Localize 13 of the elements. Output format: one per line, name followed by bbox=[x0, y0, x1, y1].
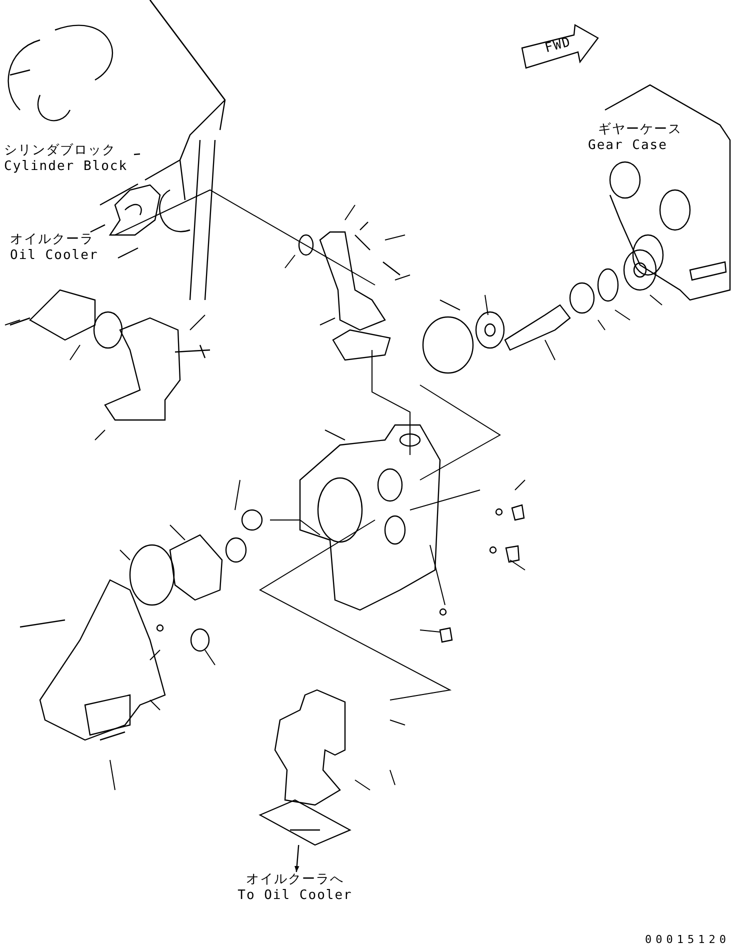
part-label: シリンダブロック bbox=[4, 143, 117, 159]
part-label: Oil Cooler bbox=[10, 248, 100, 264]
drawing-number: 00015120 bbox=[645, 932, 730, 948]
part-label: オイルクーラ bbox=[10, 232, 95, 248]
part-label: Cylinder Block bbox=[4, 159, 129, 175]
part-label: Gear Case bbox=[588, 138, 668, 154]
flow-arrow bbox=[294, 844, 300, 872]
part-label: ギヤーケース bbox=[598, 122, 682, 138]
leader-line bbox=[90, 224, 106, 233]
destination-label: To Oil Cooler bbox=[236, 888, 354, 904]
direction-label: FWD bbox=[543, 34, 574, 58]
destination-label: オイルクーラへ bbox=[245, 872, 345, 888]
leader-line bbox=[134, 153, 140, 156]
